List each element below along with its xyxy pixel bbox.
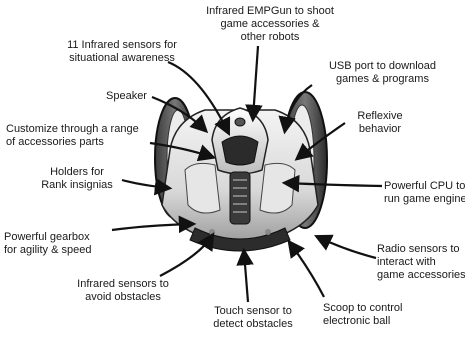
label-customize: Customize through a range of accessories… [6,123,139,149]
bumper-sensor-left [209,229,215,235]
label-speaker: Speaker [106,90,147,103]
label-scoop: Scoop to control electronic ball [323,302,403,328]
label-gearbox: Powerful gearbox for agility & speed [4,231,91,257]
label-usb-port: USB port to download games & programs [320,60,445,86]
emp-gun-lens [235,118,245,126]
label-ir-sensors-awareness: 11 Infrared sensors for situational awar… [52,39,192,65]
label-holders: Holders for Rank insignias [32,166,122,192]
visor [222,136,258,165]
label-touch: Touch sensor to detect obstacles [198,305,308,331]
label-emp-gun: Infrared EMPGun to shoot game accessorie… [205,5,335,44]
label-reflexive: Reflexive behavior [345,110,415,136]
label-cpu: Powerful CPU to run game engine [384,180,465,206]
label-ir-obstacles: Infrared sensors to avoid obstacles [68,278,178,304]
bumper-sensor-right [265,229,271,235]
label-radio: Radio sensors to interact with game acce… [377,243,465,282]
